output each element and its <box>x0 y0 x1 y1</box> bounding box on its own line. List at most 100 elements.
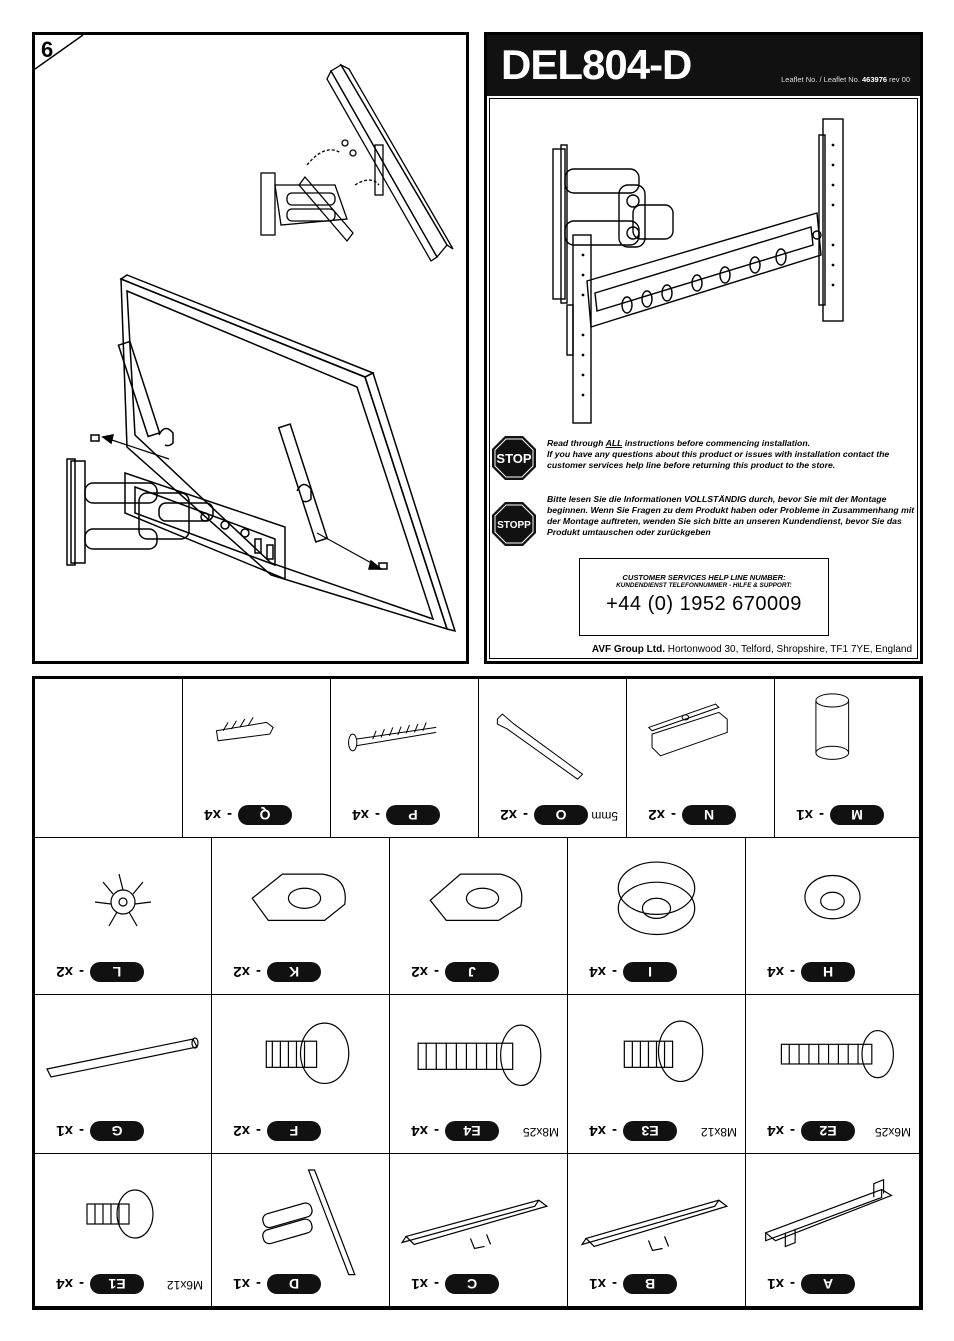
part-quantity: x1 <box>589 1275 606 1293</box>
part-quantity: x1 <box>56 1122 73 1140</box>
part-label-dash: - <box>612 963 617 981</box>
part-label-dash: - <box>256 963 261 981</box>
step-6-panel: 6 <box>32 32 469 664</box>
address-text: Hortonwood 30, Telford, Shropshire, TF1 … <box>667 644 912 655</box>
part-quantity: x4 <box>352 806 369 824</box>
part-cell: J-x2 <box>390 838 568 995</box>
part-label-dash: - <box>227 806 232 824</box>
part-drawing-icon <box>46 1037 199 1078</box>
part-label-strip: P-x4 <box>331 797 478 833</box>
part-label-strip: H-x4 <box>746 954 919 990</box>
part-label-dash: - <box>790 1275 795 1293</box>
part-drawing-icon <box>86 1189 154 1239</box>
part-label: O-x2 <box>500 805 588 825</box>
part-cell: P-x4 <box>331 679 479 838</box>
part-letter-badge: D <box>267 1274 321 1294</box>
stopp-sign-text: STOPP <box>497 520 531 531</box>
part-letter-badge: K <box>267 962 321 982</box>
part-label: E1-x4 <box>56 1274 144 1294</box>
company-name: AVF Group Ltd. <box>591 644 665 655</box>
part-cell: E4-x4 M8x25 <box>390 995 568 1154</box>
part-spec: M8x25 <box>522 1125 559 1139</box>
part-drawing-icon <box>417 1024 542 1087</box>
part-label: N-x2 <box>648 805 736 825</box>
part-cell: A-x1 <box>746 1154 920 1307</box>
part-letter-badge: E1 <box>90 1274 144 1294</box>
warning-english: Read through ALL instructions before com… <box>547 438 917 471</box>
warning-en-part2: instructions before commencing installat… <box>622 438 811 448</box>
part-drawing-icon <box>623 1020 704 1083</box>
part-quantity: x2 <box>411 963 428 981</box>
part-label-dash: - <box>612 1275 617 1293</box>
part-label: C-x1 <box>411 1274 499 1294</box>
product-illustration <box>552 118 844 424</box>
part-label-dash: - <box>79 963 84 981</box>
part-label: E4-x4 <box>411 1121 499 1141</box>
part-cell: M-x1 <box>775 679 920 838</box>
part-drawing-icon <box>348 722 437 752</box>
cover-inner-frame <box>489 98 918 659</box>
part-label-strip: J-x2 <box>390 954 567 990</box>
part-label: G-x1 <box>56 1121 144 1141</box>
leaflet-number-value: 463976 <box>862 75 888 84</box>
part-letter-badge: E3 <box>623 1121 677 1141</box>
part-label-dash: - <box>790 963 795 981</box>
part-cell: D-x1 <box>212 1154 390 1307</box>
part-spec: M6x25 <box>874 1125 911 1139</box>
part-quantity: x4 <box>411 1122 428 1140</box>
part-label-dash: - <box>375 806 380 824</box>
part-drawing-icon <box>94 873 152 927</box>
leaflet-rev: rev 00 <box>889 75 910 84</box>
part-quantity: x2 <box>500 806 517 824</box>
part-label-strip: D-x1 <box>212 1266 389 1302</box>
part-cell: K-x2 <box>212 838 390 995</box>
leaflet-number: Leaflet No. / Leaflet No. 463976 rev 00 <box>781 75 910 84</box>
part-letter-badge: F <box>267 1121 321 1141</box>
part-quantity: x4 <box>56 1275 73 1293</box>
part-quantity: x2 <box>648 806 665 824</box>
stopp-sign-icon: STOPP <box>492 502 536 546</box>
part-spec: M8x12 <box>700 1125 737 1139</box>
part-label: J-x2 <box>411 962 499 982</box>
stop-sign-text: STOP <box>496 451 531 466</box>
part-quantity: x4 <box>767 963 784 981</box>
part-quantity: x4 <box>589 1122 606 1140</box>
part-drawing-icon <box>647 703 728 757</box>
part-label: H-x4 <box>767 962 855 982</box>
part-letter-badge: G <box>90 1121 144 1141</box>
parts-grid-empty-cell <box>35 679 183 838</box>
part-cell: C-x1 <box>390 1154 568 1307</box>
part-quantity: x1 <box>796 806 813 824</box>
part-label-dash: - <box>79 1122 84 1140</box>
part-label-dash: - <box>434 1122 439 1140</box>
part-letter-badge: E2 <box>801 1121 855 1141</box>
part-label-strip: K-x2 <box>212 954 389 990</box>
helpline-title-de: KUNDENDIENST TELEFONNUMMER - HILFE & SUP… <box>616 582 792 589</box>
part-letter-badge: C <box>445 1274 499 1294</box>
leaflet-prefix: Leaflet No. / Leaflet No. <box>781 75 860 84</box>
part-label-dash: - <box>79 1275 84 1293</box>
step-6-illustration <box>66 63 457 633</box>
warning-en-part1: Read through <box>547 438 606 448</box>
part-letter-badge: Q <box>238 805 292 825</box>
part-drawing-icon <box>215 717 274 742</box>
stop-sign-icon: STOP <box>492 436 536 480</box>
part-letter-badge: B <box>623 1274 677 1294</box>
part-cell: L-x2 <box>35 838 212 995</box>
part-quantity: x1 <box>767 1275 784 1293</box>
part-cell: B-x1 <box>568 1154 746 1307</box>
part-label-strip: A-x1 <box>746 1266 919 1302</box>
part-quantity: x2 <box>56 963 73 981</box>
part-drawing-icon <box>496 713 584 780</box>
part-cell: Q-x4 <box>183 679 331 838</box>
product-code: DEL804-D <box>501 41 692 88</box>
part-cell: G-x1 <box>35 995 212 1154</box>
part-label-dash: - <box>434 963 439 981</box>
